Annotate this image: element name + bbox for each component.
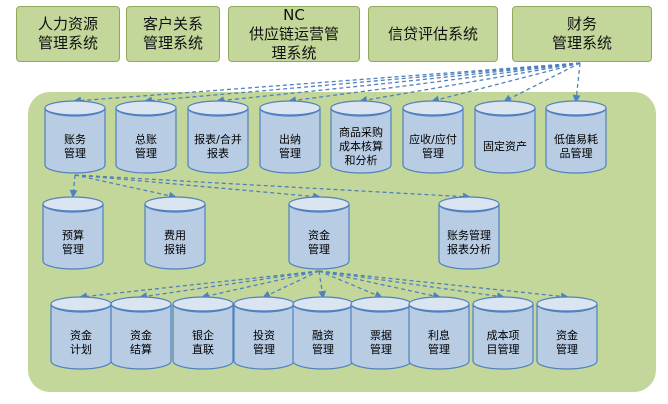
module-fixed-assets-label: 固定资产 xyxy=(483,140,527,153)
module-fund-settle: 资金 结算 xyxy=(110,296,172,370)
system-hr-box: 人力资源 管理系统 xyxy=(16,6,120,62)
module-ledger-label: 总账 管理 xyxy=(135,133,157,160)
module-expense-label: 费用 报销 xyxy=(164,229,186,256)
connector-finance-to-row1-4 xyxy=(359,62,581,104)
module-acct-analysis: 账务管理 报表分析 xyxy=(438,196,500,270)
connector-funds-to-row3-8 xyxy=(318,270,569,301)
module-fund-settle-label: 资金 结算 xyxy=(130,329,152,356)
module-procurement-label: 商品采购 成本核算 和分析 xyxy=(339,126,383,167)
module-budget: 预算 管理 xyxy=(42,196,104,270)
module-acct-analysis-label: 账务管理 报表分析 xyxy=(447,229,491,256)
module-budget-label: 预算 管理 xyxy=(62,229,84,256)
cylinder-shape xyxy=(187,100,249,174)
system-crm-box: 客户关系 管理系统 xyxy=(126,6,220,62)
module-fund-plan: 资金 计划 xyxy=(50,296,112,370)
cylinder-shape xyxy=(350,296,412,370)
module-accounts-label: 账务 管理 xyxy=(64,133,86,160)
module-fund-plan-label: 资金 计划 xyxy=(70,329,92,356)
cylinder-shape xyxy=(288,196,350,270)
cylinder-shape xyxy=(474,100,536,174)
module-interest: 利息 管理 xyxy=(408,296,470,370)
module-financing: 融资 管理 xyxy=(292,296,354,370)
module-arap: 应收/应付 管理 xyxy=(402,100,464,174)
cylinder-shape xyxy=(44,100,106,174)
connector-funds-to-row3-0 xyxy=(79,270,320,301)
cylinder-shape xyxy=(472,296,534,370)
connector-finance-to-row1-6 xyxy=(503,62,581,102)
cylinder-shape xyxy=(545,100,607,174)
connector-finance-to-row1-1 xyxy=(144,62,581,105)
module-cost-item-label: 成本项 目管理 xyxy=(486,329,520,356)
module-invest-label: 投资 管理 xyxy=(253,329,275,356)
connector-finance-to-row1-0 xyxy=(73,62,581,105)
module-funds-label: 资金 管理 xyxy=(308,229,330,256)
cylinder-shape xyxy=(438,196,500,270)
cylinder-shape xyxy=(172,296,234,370)
connector-funds-to-row3-6 xyxy=(318,270,441,300)
connector-finance-to-row1-5 xyxy=(431,62,581,104)
connector-finance-to-row1-7 xyxy=(572,62,581,103)
module-arap-label: 应收/应付 管理 xyxy=(409,133,457,160)
module-cost-item: 成本项 目管理 xyxy=(472,296,534,370)
module-invest: 投资 管理 xyxy=(233,296,295,370)
connector-accounts-to-row2-2 xyxy=(74,174,321,201)
connector-accounts-to-row2-0 xyxy=(69,174,78,198)
module-reports-label: 报表/合并 报表 xyxy=(194,133,242,160)
connector-funds-to-row3-3 xyxy=(262,270,320,299)
module-ledger: 总账 管理 xyxy=(115,100,177,174)
cylinder-shape xyxy=(402,100,464,174)
module-bank-link-label: 银企 直联 xyxy=(192,329,214,356)
connector-funds-to-row3-5 xyxy=(318,270,383,299)
connector-accounts-to-row2-3 xyxy=(74,174,471,201)
module-financing-label: 融资 管理 xyxy=(312,329,334,356)
module-reports: 报表/合并 报表 xyxy=(187,100,249,174)
module-bills: 票据 管理 xyxy=(350,296,412,370)
module-consumables: 低值易耗 品管理 xyxy=(545,100,607,174)
cylinder-shape xyxy=(50,296,112,370)
module-bills-label: 票据 管理 xyxy=(370,329,392,356)
cylinder-shape xyxy=(408,296,470,370)
cylinder-shape xyxy=(144,196,206,270)
module-procurement: 商品采购 成本核算 和分析 xyxy=(330,100,392,174)
module-funds: 资金 管理 xyxy=(288,196,350,270)
cylinder-shape xyxy=(110,296,172,370)
module-consumables-label: 低值易耗 品管理 xyxy=(554,133,598,160)
connector-funds-to-row3-7 xyxy=(318,270,505,301)
module-cashier-label: 出纳 管理 xyxy=(279,133,301,160)
cylinder-shape xyxy=(259,100,321,174)
module-fund-mgmt-label: 资金 管理 xyxy=(556,329,578,356)
connector-funds-to-row3-2 xyxy=(201,270,320,300)
module-fund-mgmt: 资金 管理 xyxy=(536,296,598,370)
cylinder-shape xyxy=(115,100,177,174)
system-scm-box: NC 供应链运营管 理系统 xyxy=(228,6,360,62)
cylinder-shape xyxy=(536,296,598,370)
module-fixed-assets: 固定资产 xyxy=(474,100,536,174)
connector-finance-to-row1-2 xyxy=(216,62,581,105)
connector-funds-to-row3-4 xyxy=(318,270,327,299)
module-cashier: 出纳 管理 xyxy=(259,100,321,174)
connector-accounts-to-row2-1 xyxy=(74,174,177,200)
connector-funds-to-row3-1 xyxy=(139,270,320,301)
cylinder-shape xyxy=(330,100,392,174)
cylinder-shape xyxy=(292,296,354,370)
system-credit-box: 信贷评估系统 xyxy=(368,6,498,62)
module-interest-label: 利息 管理 xyxy=(428,329,450,356)
module-accounts: 账务 管理 xyxy=(44,100,106,174)
system-finance-box: 财务 管理系统 xyxy=(512,6,652,62)
cylinder-shape xyxy=(42,196,104,270)
module-bank-link: 银企 直联 xyxy=(172,296,234,370)
module-expense: 费用 报销 xyxy=(144,196,206,270)
